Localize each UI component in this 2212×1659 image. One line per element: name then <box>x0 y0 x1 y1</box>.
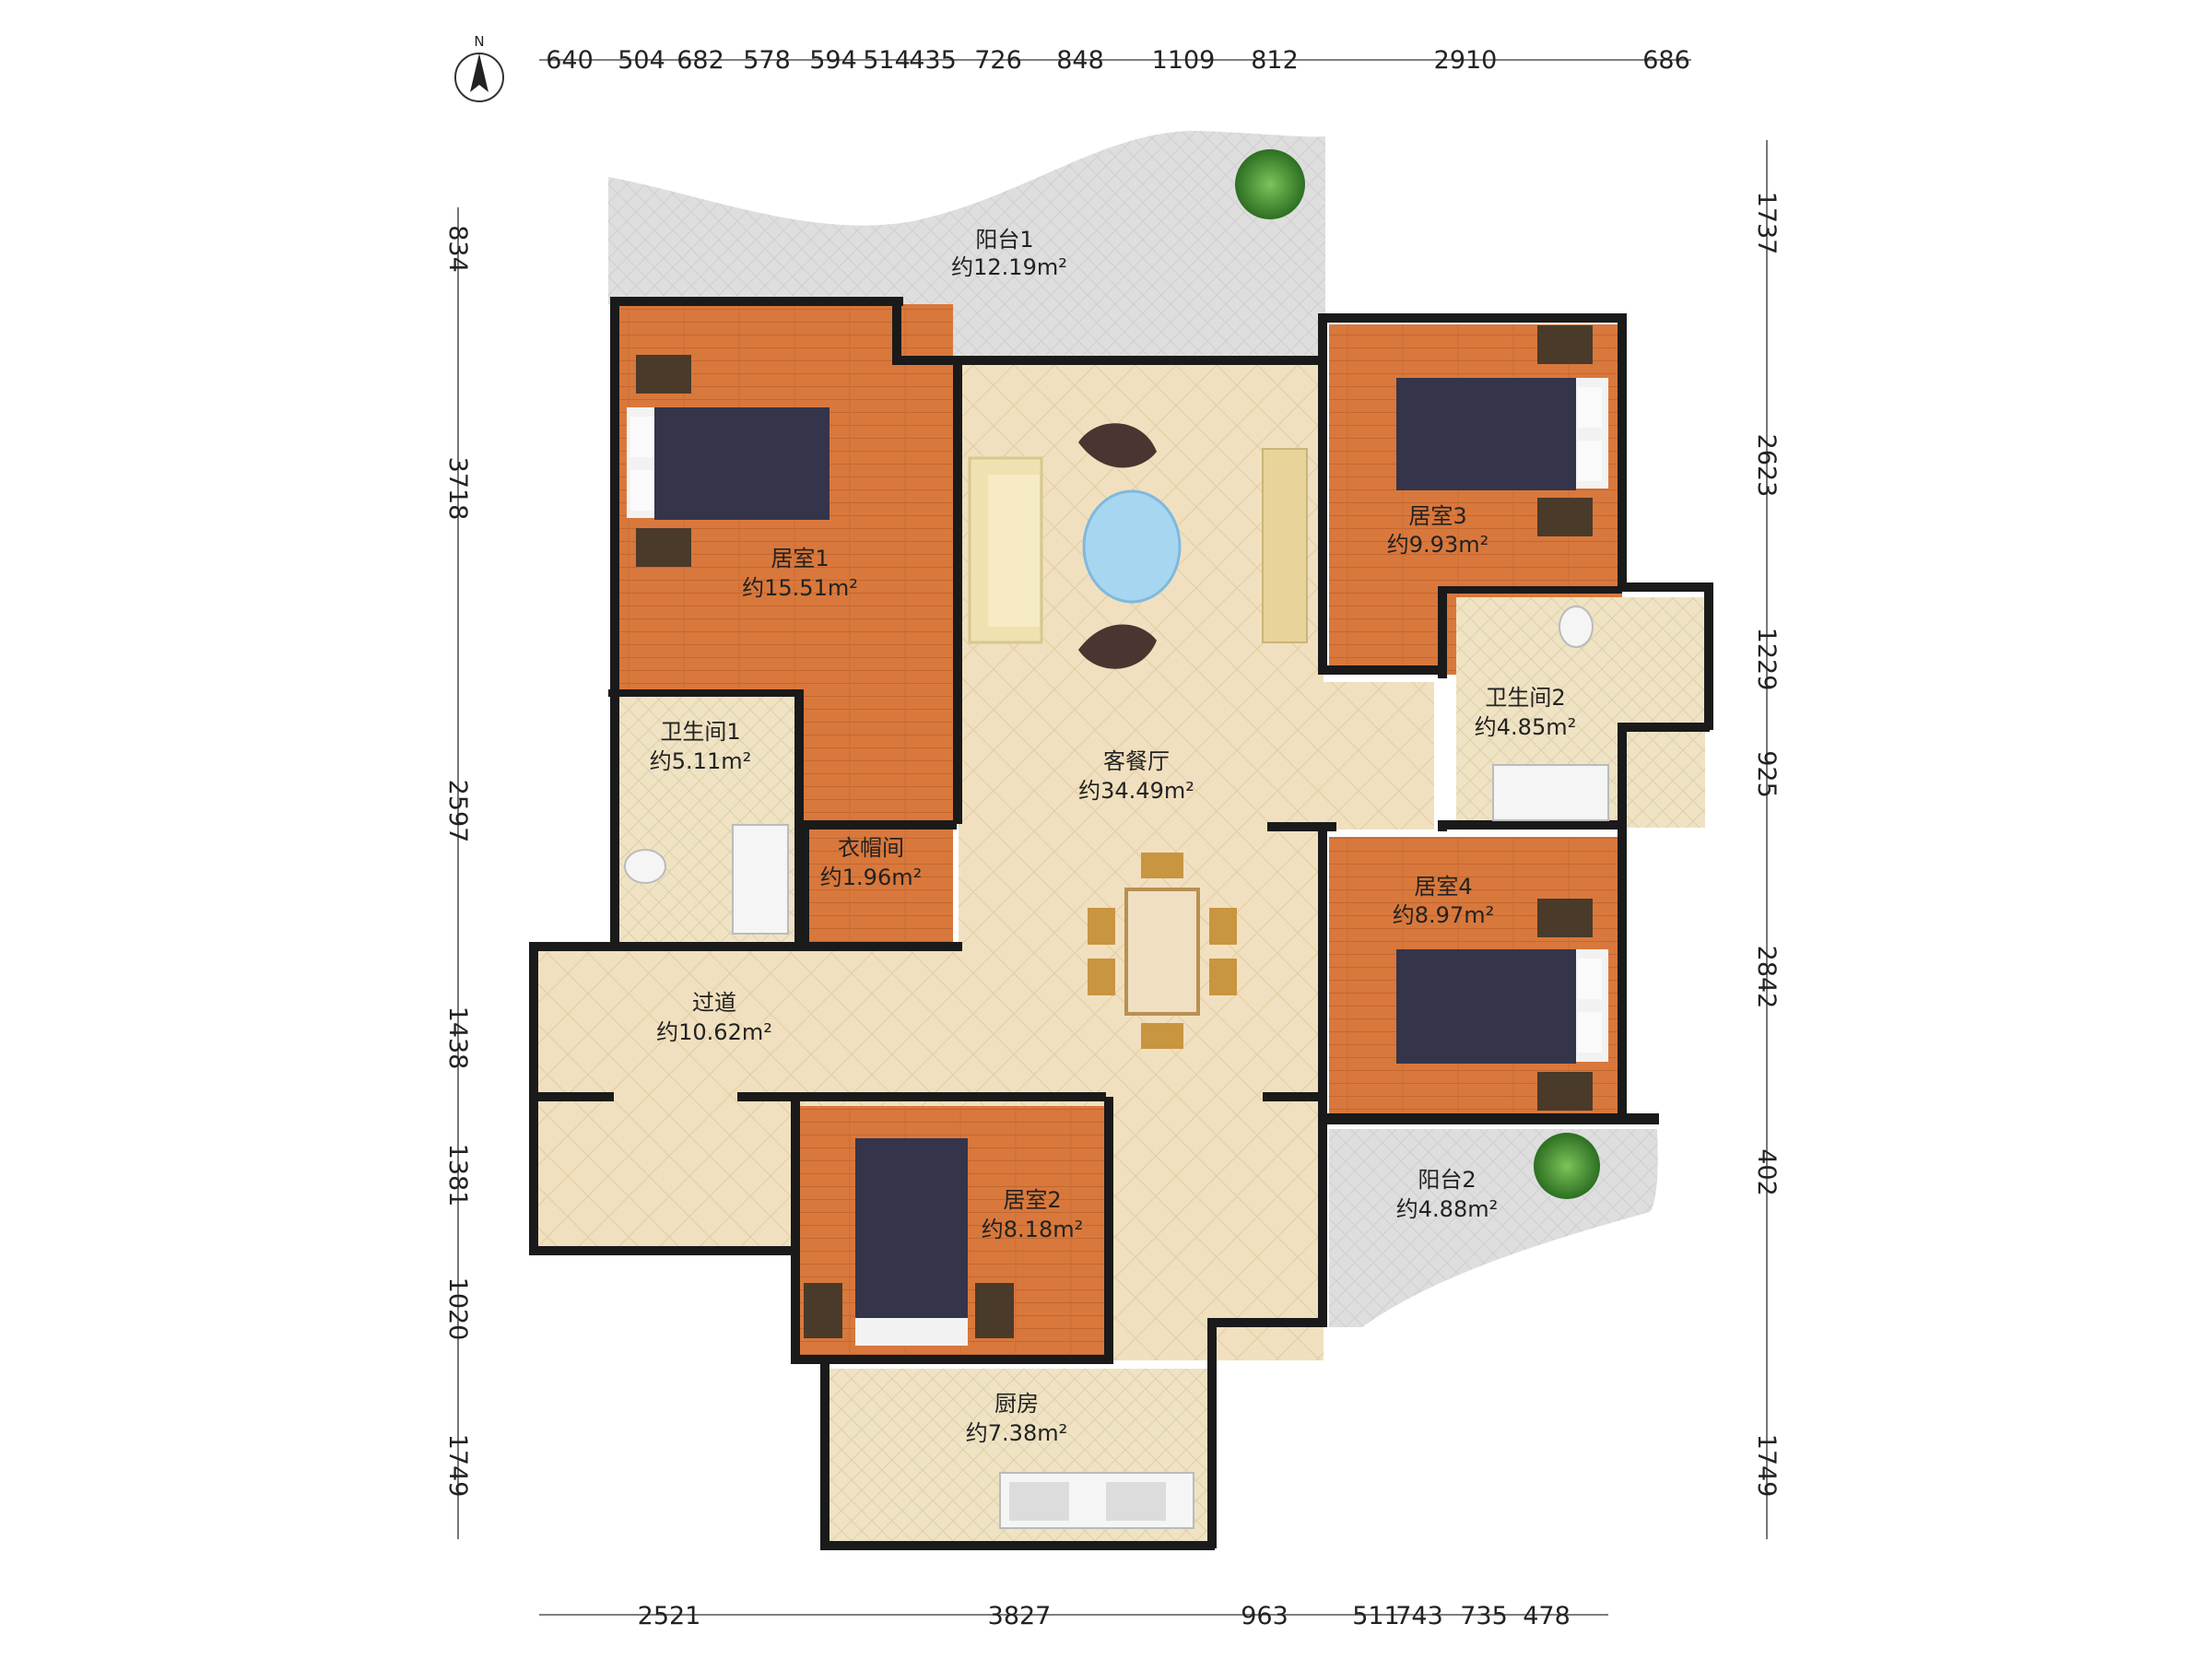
dimension-label: 1229 <box>1752 628 1781 691</box>
bedroom3-area: 约9.93m² <box>1387 532 1488 558</box>
dimension-label: 834 <box>443 225 472 273</box>
north-label: N <box>474 33 484 50</box>
dimension-label: 2623 <box>1752 434 1781 498</box>
living-floor-side <box>1324 682 1434 830</box>
balcony1-area: 约12.19m² <box>951 254 1067 280</box>
dimension-label: 478 <box>1523 1602 1571 1630</box>
coffee-table <box>1082 489 1182 604</box>
dimension-label: 3718 <box>443 457 472 521</box>
dimension-label: 735 <box>1460 1602 1508 1630</box>
bathroom2-fixtures <box>1492 606 1609 821</box>
dimension-label: 848 <box>1056 46 1104 75</box>
dimension-labels-right: 1737 2623 1229 925 2842 402 1749 <box>1752 192 1781 1498</box>
cloakroom-name: 衣帽间 <box>838 835 904 861</box>
dimension-label: 1381 <box>443 1144 472 1207</box>
bedroom4-name: 居室4 <box>1414 874 1472 900</box>
living-area: 约34.49m² <box>1078 778 1194 804</box>
dimension-label: 2521 <box>638 1602 701 1630</box>
balcony2-floor <box>1329 1129 1658 1327</box>
bedroom4-area: 约8.97m² <box>1393 902 1494 928</box>
living-name: 客餐厅 <box>1103 748 1170 774</box>
dimension-lines <box>457 59 1768 1616</box>
entry-floor <box>535 1106 798 1244</box>
bathroom2-area: 约4.85m² <box>1475 714 1576 740</box>
dimension-labels-left: 834 3718 2597 1438 1381 1020 1749 <box>443 225 472 1497</box>
room-labels: 阳台1 约12.19m² 居室1 约15.51m² 客餐厅 约34.49m² 居… <box>650 227 1576 1446</box>
balcony1-name: 阳台1 <box>975 227 1033 253</box>
cloakroom-area: 约1.96m² <box>820 865 922 890</box>
bedroom2-area: 约8.18m² <box>982 1217 1083 1242</box>
dimension-label: 504 <box>618 46 665 75</box>
bedroom3-name: 居室3 <box>1408 503 1466 529</box>
balcony2-area: 约4.88m² <box>1396 1196 1498 1222</box>
plant-icon <box>1534 1133 1600 1199</box>
dimension-label: 743 <box>1395 1602 1443 1630</box>
dimension-label: 514 <box>863 46 911 75</box>
dimension-label: 3827 <box>988 1602 1052 1630</box>
dimension-label: 640 <box>546 46 594 75</box>
corridor-name: 过道 <box>692 990 736 1016</box>
bathroom1-fixtures <box>624 824 789 935</box>
dimension-label: 812 <box>1251 46 1299 75</box>
dimension-label: 726 <box>974 46 1022 75</box>
bathroom1-name: 卫生间1 <box>660 719 740 745</box>
dimension-label: 1737 <box>1752 192 1781 255</box>
tv-cabinet <box>1262 448 1308 643</box>
armchairs <box>1078 423 1157 669</box>
bathroom1-area: 约5.11m² <box>650 748 751 774</box>
kitchen-name: 厨房 <box>994 1391 1039 1417</box>
dimension-label: 963 <box>1241 1602 1288 1630</box>
dimension-label: 1109 <box>1152 46 1216 75</box>
walls <box>529 297 1713 1550</box>
compass: N <box>454 33 504 102</box>
bedroom2-name: 居室2 <box>1003 1187 1061 1213</box>
dimension-label: 2597 <box>443 780 472 843</box>
kitchen-area: 约7.38m² <box>966 1420 1067 1446</box>
kitchen-counter <box>999 1472 1194 1529</box>
dimension-label: 402 <box>1752 1148 1781 1196</box>
dimension-label: 594 <box>809 46 857 75</box>
dimension-label: 578 <box>743 46 791 75</box>
sofa <box>968 456 1043 644</box>
bed-bedroom2 <box>855 1138 968 1346</box>
dimension-label: 682 <box>677 46 724 75</box>
bed-bedroom1 <box>627 407 830 520</box>
dimension-label: 2910 <box>1434 46 1498 75</box>
dimension-label: 1749 <box>443 1434 472 1498</box>
bed-bedroom3 <box>1396 378 1608 490</box>
bedroom1-name: 居室1 <box>771 546 829 571</box>
dimension-label: 1020 <box>443 1277 472 1341</box>
bedroom1-area: 约15.51m² <box>742 575 858 601</box>
bedroom1-floor-ext <box>616 304 892 359</box>
nightstands <box>636 325 1593 1338</box>
dimension-label: 2842 <box>1752 946 1781 1009</box>
dimension-label: 435 <box>909 46 957 75</box>
cloakroom-floor <box>809 830 953 943</box>
dimension-label: 686 <box>1642 46 1690 75</box>
plant-icon <box>1235 149 1305 219</box>
dimension-label: 1438 <box>443 1006 472 1070</box>
balcony2-name: 阳台2 <box>1418 1167 1476 1193</box>
bathroom2-name: 卫生间2 <box>1485 685 1565 711</box>
bed-bedroom4 <box>1396 949 1608 1064</box>
dimension-label: 511 <box>1352 1602 1400 1630</box>
dimension-label: 925 <box>1752 750 1781 798</box>
dining-set <box>1088 853 1237 1049</box>
dimension-label: 1749 <box>1752 1434 1781 1498</box>
corridor-area: 约10.62m² <box>656 1019 772 1045</box>
bathroom2-ext <box>1622 597 1705 726</box>
